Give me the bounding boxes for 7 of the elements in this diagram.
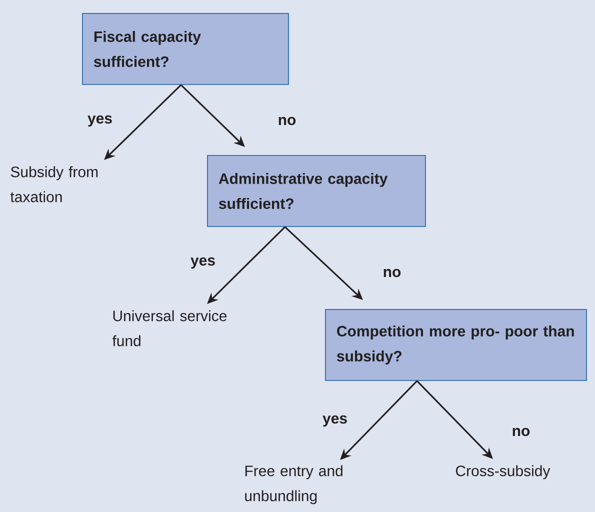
outcome-text: Free entry and unbundling bbox=[245, 465, 342, 504]
decision-box: Fiscal capacity sufficient? bbox=[82, 13, 289, 85]
decision-box: Competition more pro- poor than subsidy? bbox=[325, 309, 587, 381]
outcome-text: Subsidy from taxation bbox=[10, 166, 98, 202]
outcome-text: Universal service fund bbox=[112, 310, 227, 346]
decision-box: Administrative capacity sufficient? bbox=[207, 155, 426, 227]
outcome-text: Cross-subsidy bbox=[456, 465, 550, 480]
